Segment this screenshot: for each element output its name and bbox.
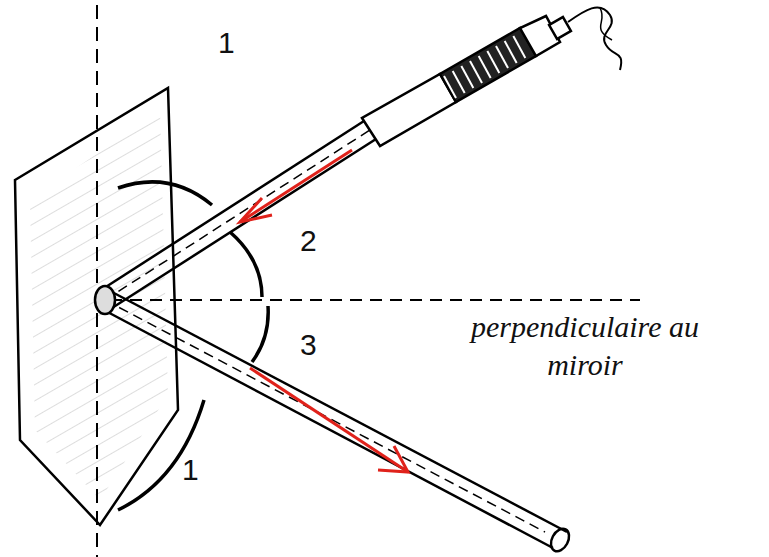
angle-number: 2 <box>300 226 317 256</box>
angle-number: 3 <box>300 330 317 360</box>
grip-ring <box>453 71 465 93</box>
mirror <box>15 88 178 525</box>
grip-ring <box>513 36 525 58</box>
flashlight <box>362 7 621 146</box>
flashlight-grip <box>444 36 525 98</box>
normal-line <box>110 299 640 301</box>
angle-arcs <box>118 182 268 510</box>
grip-ring <box>444 76 456 98</box>
grip-ring <box>461 66 473 88</box>
normal-caption: perpendiculaire au miroir <box>455 308 715 383</box>
angle-number: 1 <box>218 28 235 58</box>
angle-number: 1 <box>182 455 199 485</box>
grip-ring <box>505 41 517 63</box>
incidence-point <box>95 286 115 314</box>
mirror-axis <box>96 5 98 557</box>
grip-ring <box>496 46 508 68</box>
direction-arrows <box>240 150 408 472</box>
incident-ray <box>98 121 376 308</box>
grip-ring <box>487 51 499 73</box>
grip-ring <box>479 56 491 78</box>
grip-ring <box>470 61 482 83</box>
